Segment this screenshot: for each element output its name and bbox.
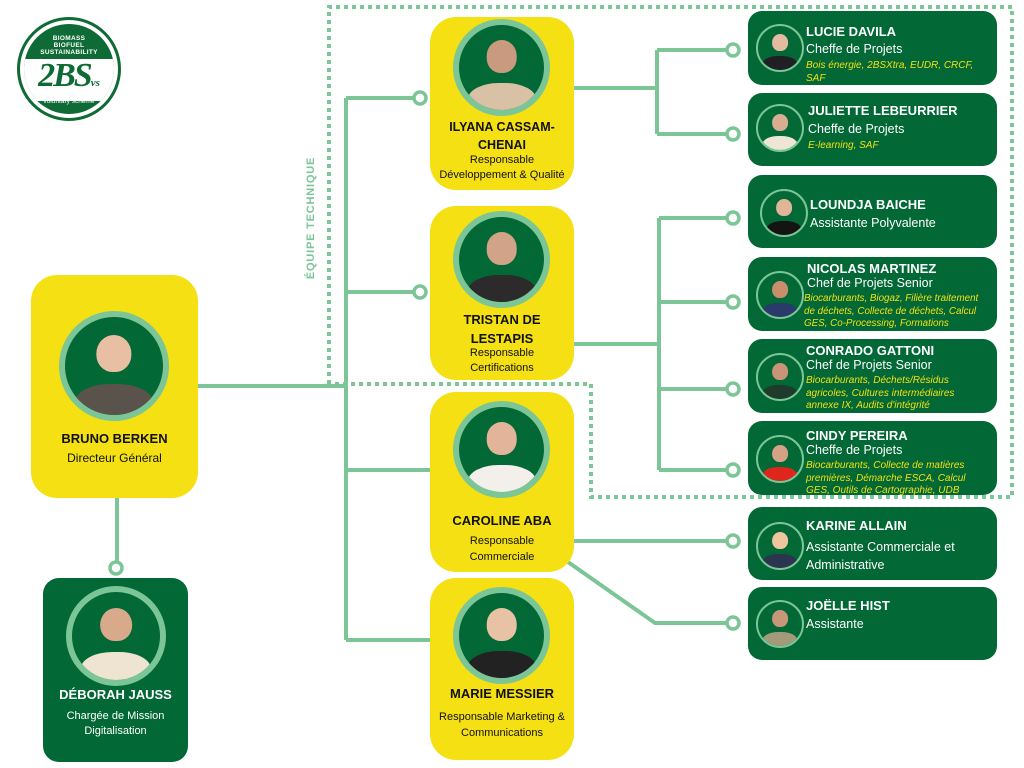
- connector-node: [725, 381, 741, 397]
- person-role: Responsable Développement & Qualité: [439, 154, 565, 181]
- connector-node: [412, 90, 428, 106]
- avatar: [453, 211, 550, 308]
- avatar: [59, 311, 169, 421]
- avatar: [756, 435, 804, 483]
- connector-m3-joelle: [566, 560, 727, 625]
- staff-card[interactable]: LOUNDJA BAICHE Assistante Polyvalente: [748, 175, 997, 248]
- section-label-technical-team: ÉQUIPE TECHNIQUE: [305, 156, 317, 280]
- person-skills: Biocarburants, Collecte de matières prem…: [806, 460, 966, 496]
- avatar: [756, 522, 804, 570]
- manager-card[interactable]: CAROLINE ABA Responsable Commerciale: [430, 392, 574, 572]
- person-role: Assistante Polyvalente: [810, 216, 936, 230]
- person-role: Directeur Général: [67, 451, 162, 465]
- person-role: Responsable Certifications: [469, 347, 535, 374]
- connector-node: [725, 533, 741, 549]
- director-card[interactable]: BRUNO BERKEN Directeur Général: [31, 275, 198, 498]
- logo-mark: 2BSvs: [38, 57, 100, 94]
- person-name: TRISTAN DE LESTAPIS: [463, 312, 541, 346]
- avatar: [66, 586, 166, 686]
- connector-node: [725, 42, 741, 58]
- connector-node: [412, 284, 428, 300]
- connector-node: [725, 462, 741, 478]
- person-skills: Bois énergie, 2BSXtra, EUDR, CRCF, SAF: [806, 60, 974, 84]
- person-name: LOUNDJA BAICHE: [810, 197, 926, 212]
- avatar: [756, 24, 804, 72]
- manager-card[interactable]: MARIE MESSIER Responsable Marketing & Co…: [430, 578, 574, 760]
- person-name: JULIETTE LEBEURRIER: [808, 103, 958, 118]
- person-role: Cheffe de Projets: [806, 42, 903, 56]
- connector-node: [725, 210, 741, 226]
- avatar: [756, 104, 804, 152]
- avatar: [756, 600, 804, 648]
- staff-card[interactable]: CINDY PEREIRA Cheffe de Projets Biocarbu…: [748, 421, 997, 496]
- avatar: [453, 587, 550, 684]
- person-name: BRUNO BERKEN: [61, 431, 168, 446]
- staff-card[interactable]: CONRADO GATTONI Chef de Projets Senior B…: [748, 339, 997, 413]
- person-role: Responsable Marketing & Communications: [439, 711, 565, 739]
- person-name: LUCIE DAVILA: [806, 24, 897, 39]
- staff-card[interactable]: JOËLLE HIST Assistante: [748, 587, 997, 660]
- person-skills: Biocarburants, Déchets/Résidus agricoles…: [806, 375, 955, 411]
- person-role: Cheffe de Projets: [808, 122, 905, 136]
- person-name: ILYANA CASSAM- CHENAI: [449, 120, 555, 152]
- person-role: Assistante Commerciale et Administrative: [806, 540, 955, 572]
- person-skills: E-learning, SAF: [808, 140, 879, 151]
- person-name: MARIE MESSIER: [449, 686, 554, 701]
- person-skills: Biocarburants, Biogaz, Filière traitemen…: [804, 293, 979, 329]
- assistant-director-card[interactable]: DÉBORAH JAUSS Chargée de Mission Digital…: [43, 578, 188, 762]
- staff-card[interactable]: NICOLAS MARTINEZ Chef de Projets Senior …: [748, 257, 997, 331]
- staff-card[interactable]: LUCIE DAVILA Cheffe de Projets Bois éner…: [748, 11, 997, 85]
- avatar: [756, 353, 804, 401]
- person-name: CAROLINE ABA: [452, 513, 552, 528]
- person-name: NICOLAS MARTINEZ: [807, 261, 937, 276]
- logo-subtitle: voluntary scheme: [43, 98, 95, 105]
- manager-card[interactable]: ILYANA CASSAM- CHENAI Responsable Dévelo…: [430, 17, 574, 190]
- person-role: Responsable Commerciale: [469, 535, 535, 563]
- connector-node: [725, 615, 741, 631]
- avatar: [756, 271, 804, 319]
- person-name: DÉBORAH JAUSS: [59, 687, 172, 702]
- avatar: [453, 19, 550, 116]
- connector-node: [725, 294, 741, 310]
- connector-node: [725, 126, 741, 142]
- person-role: Cheffe de Projets: [806, 443, 903, 457]
- connector-node: [108, 560, 124, 576]
- person-name: CINDY PEREIRA: [806, 428, 908, 443]
- brand-logo: BIOMASS BIOFUEL SUSTAINABILITY 2BSvs vol…: [17, 17, 121, 121]
- person-name: KARINE ALLAIN: [806, 518, 907, 533]
- technical-team-boundary: [327, 5, 1014, 499]
- person-role: Assistante: [806, 617, 864, 631]
- person-role: Chef de Projets Senior: [807, 276, 933, 290]
- staff-card[interactable]: JULIETTE LEBEURRIER Cheffe de Projets E-…: [748, 93, 997, 166]
- avatar: [760, 189, 808, 237]
- manager-card[interactable]: TRISTAN DE LESTAPIS Responsable Certific…: [430, 206, 574, 380]
- logo-tagline: BIOMASS BIOFUEL SUSTAINABILITY: [40, 35, 98, 56]
- person-name: CONRADO GATTONI: [806, 343, 935, 358]
- avatar: [453, 401, 550, 498]
- staff-card[interactable]: KARINE ALLAIN Assistante Commerciale et …: [748, 507, 997, 580]
- person-role: Chef de Projets Senior: [806, 358, 932, 372]
- person-name: JOËLLE HIST: [806, 598, 890, 613]
- person-role: Chargée de Mission Digitalisation: [66, 710, 165, 737]
